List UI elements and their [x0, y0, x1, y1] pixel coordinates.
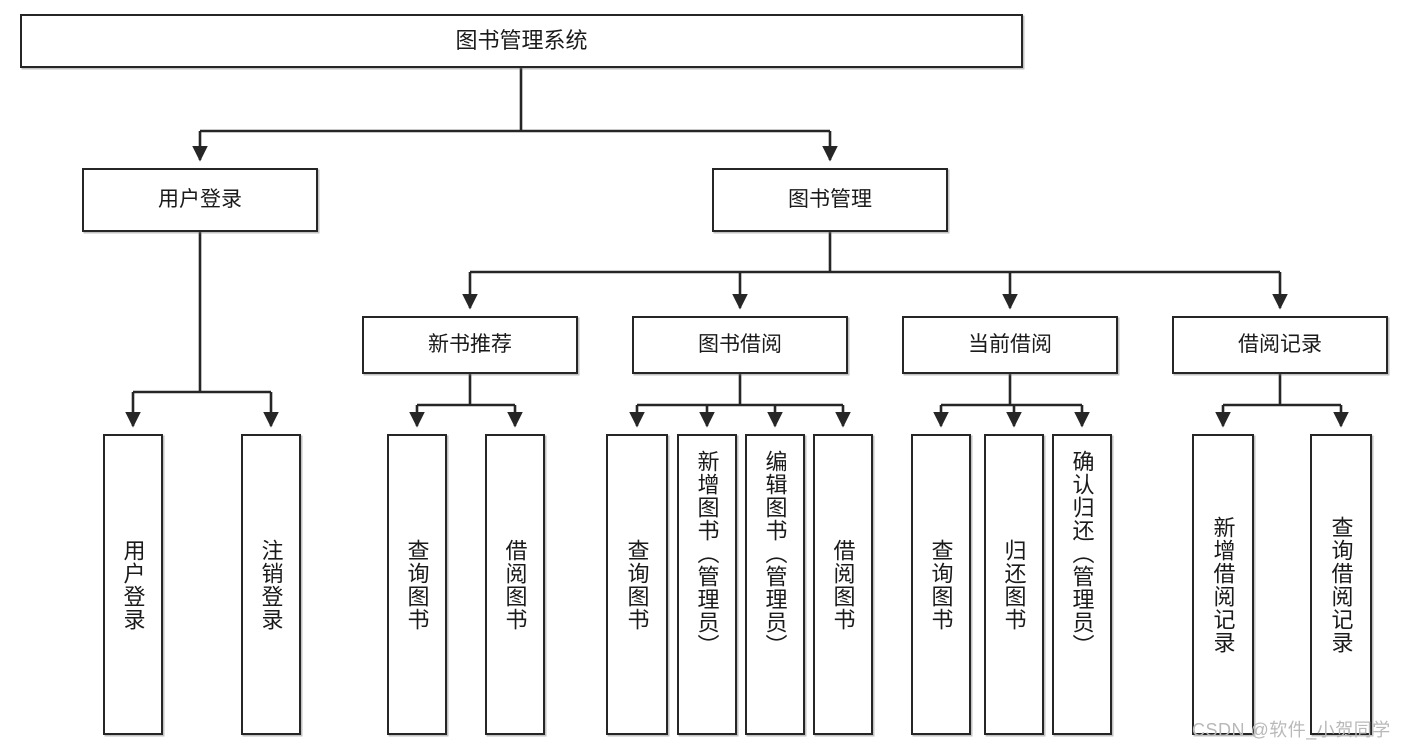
node-leaf-confirm-return-label: 确认归还（管理员） — [1069, 450, 1095, 657]
node-book-borrow[interactable]: 图书借阅 — [632, 316, 848, 374]
node-leaf-query-borrow-record[interactable]: 查询借阅记录 — [1310, 434, 1372, 735]
node-leaf-logout-login[interactable]: 注销登录 — [241, 434, 301, 735]
node-borrow-record-label: 借阅记录 — [1238, 332, 1322, 356]
node-leaf-add-borrow-record[interactable]: 新增借阅记录 — [1192, 434, 1254, 735]
node-leaf-query-book-3[interactable]: 查询图书 — [911, 434, 971, 735]
node-leaf-logout-login-label: 注销登录 — [258, 538, 284, 631]
node-leaf-user-login[interactable]: 用户登录 — [103, 434, 163, 735]
node-leaf-return-book-label: 归还图书 — [1001, 538, 1027, 631]
node-leaf-return-book[interactable]: 归还图书 — [984, 434, 1044, 735]
node-leaf-query-book-2[interactable]: 查询图书 — [606, 434, 668, 735]
node-user-login-label: 用户登录 — [158, 187, 242, 211]
node-leaf-query-book-3-label: 查询图书 — [928, 538, 954, 631]
node-leaf-add-book[interactable]: 新增图书（管理员） — [677, 434, 737, 735]
node-new-book-recommend[interactable]: 新书推荐 — [362, 316, 578, 374]
node-leaf-user-login-label: 用户登录 — [120, 538, 146, 631]
node-root[interactable]: 图书管理系统 — [20, 14, 1023, 68]
node-leaf-borrow-book-1-label: 借阅图书 — [502, 538, 528, 631]
node-leaf-edit-book-label: 编辑图书（管理员） — [762, 450, 788, 657]
node-leaf-query-book-1[interactable]: 查询图书 — [387, 434, 447, 735]
node-leaf-borrow-book-2[interactable]: 借阅图书 — [813, 434, 873, 735]
node-book-borrow-label: 图书借阅 — [698, 332, 782, 356]
node-leaf-edit-book[interactable]: 编辑图书（管理员） — [745, 434, 805, 735]
node-book-management-label: 图书管理 — [788, 187, 872, 211]
node-leaf-query-book-1-label: 查询图书 — [404, 538, 430, 631]
node-leaf-add-borrow-record-label: 新增借阅记录 — [1210, 515, 1236, 654]
node-current-borrow-label: 当前借阅 — [968, 332, 1052, 356]
csdn-watermark: CSDN @软件_小贺同学 — [1192, 720, 1391, 740]
node-current-borrow[interactable]: 当前借阅 — [902, 316, 1118, 374]
node-leaf-add-book-label: 新增图书（管理员） — [694, 450, 720, 657]
node-leaf-borrow-book-2-label: 借阅图书 — [830, 538, 856, 631]
node-leaf-query-borrow-record-label: 查询借阅记录 — [1328, 515, 1354, 654]
node-leaf-confirm-return[interactable]: 确认归还（管理员） — [1052, 434, 1112, 735]
node-book-management[interactable]: 图书管理 — [712, 168, 948, 232]
node-new-book-recommend-label: 新书推荐 — [428, 332, 512, 356]
node-leaf-query-book-2-label: 查询图书 — [624, 538, 650, 631]
node-root-label: 图书管理系统 — [455, 28, 588, 54]
node-borrow-record[interactable]: 借阅记录 — [1172, 316, 1388, 374]
node-user-login[interactable]: 用户登录 — [82, 168, 318, 232]
node-leaf-borrow-book-1[interactable]: 借阅图书 — [485, 434, 545, 735]
